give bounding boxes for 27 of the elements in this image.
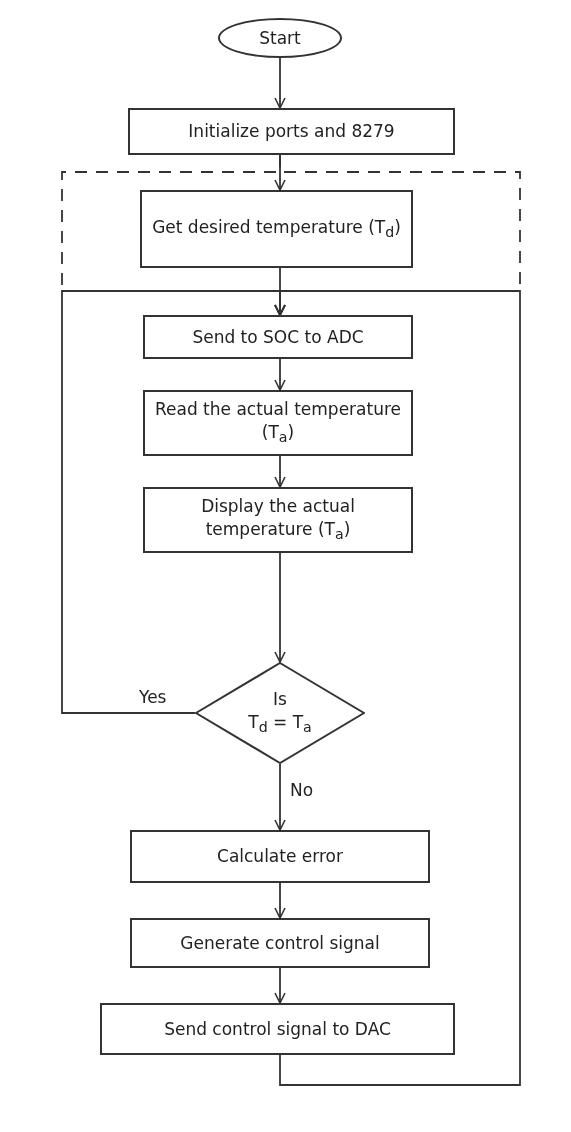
arrow bbox=[274, 763, 286, 831]
arrow bbox=[274, 57, 286, 109]
arrow bbox=[274, 358, 286, 391]
arrow bbox=[274, 882, 286, 919]
node-text: Send control signal to DAC bbox=[163, 1017, 392, 1041]
node-text: Read the actual temperature (T$_{a}$) bbox=[154, 398, 402, 448]
process-box bbox=[100, 1003, 455, 1055]
node-text: Calculate error bbox=[216, 845, 344, 868]
process-box bbox=[143, 315, 413, 359]
process-box bbox=[130, 918, 430, 968]
node-text: Send to SOC to ADC bbox=[191, 325, 365, 349]
node-text: Initialize ports and 8279 bbox=[187, 120, 396, 143]
process-box bbox=[143, 390, 413, 456]
arrow bbox=[274, 455, 286, 488]
node-text: Get desired temperature (T$_{d}$) bbox=[151, 215, 402, 243]
process-box bbox=[143, 487, 413, 553]
node-text: T$_{d}$ = T$_{a}$ bbox=[247, 711, 313, 738]
decision-diamond bbox=[195, 662, 365, 764]
process-box bbox=[130, 830, 430, 883]
process-box bbox=[140, 190, 413, 268]
node-text: Generate control signal bbox=[179, 931, 381, 955]
node-text: Start bbox=[258, 26, 302, 50]
node-text: Display the actual temperature (T$_{a}$) bbox=[200, 495, 356, 545]
arrow bbox=[274, 967, 286, 1004]
process-box bbox=[128, 108, 455, 155]
node-text: Is bbox=[272, 688, 288, 712]
arrow bbox=[274, 552, 286, 663]
